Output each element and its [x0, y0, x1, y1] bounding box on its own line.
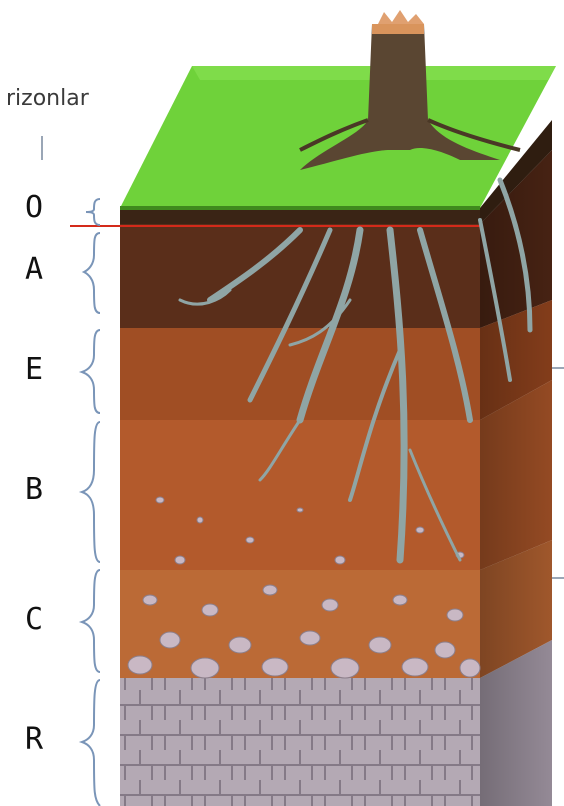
horizon-label-a: A — [14, 252, 54, 287]
bracket-r — [82, 680, 100, 806]
horizon-label-r: R — [14, 722, 54, 757]
horizon-label-b: B — [14, 472, 54, 507]
layer-a-front — [120, 224, 480, 328]
layer-r-front — [120, 678, 480, 806]
bracket-b — [82, 422, 100, 562]
layer-b-front — [120, 420, 480, 570]
bracket-e — [82, 330, 100, 413]
bracket-a — [84, 233, 100, 313]
horizon-label-o: O — [14, 190, 54, 225]
bracket-c — [82, 570, 100, 672]
bracket-o — [86, 199, 100, 225]
horizon-label-e: E — [14, 352, 54, 387]
layer-o-front — [120, 208, 480, 224]
horizon-brackets — [82, 199, 100, 806]
grass-top — [120, 66, 556, 208]
horizon-label-c: C — [14, 602, 54, 637]
